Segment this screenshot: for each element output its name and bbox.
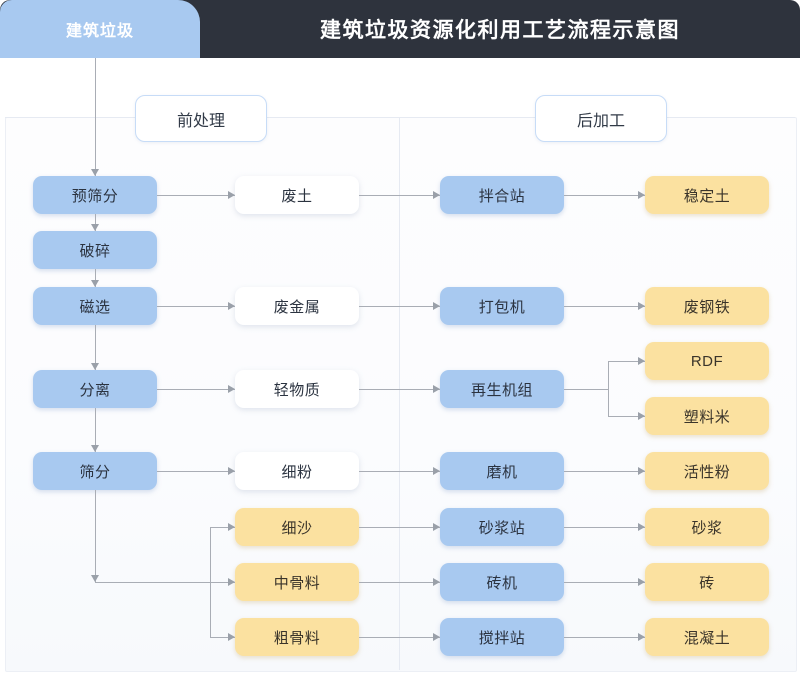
arrow-coarseagg-to-concretest [433, 633, 440, 641]
node-mill[interactable]: 磨机 [440, 452, 564, 490]
connector-prescreen-to-wastesoil [157, 195, 235, 196]
arrow-prescreen-to-crush [91, 224, 99, 231]
arrow-screen-drop [91, 575, 99, 582]
connector-source-to-prescreen [95, 58, 96, 176]
connector-regenunit-to-plasticp [608, 416, 645, 417]
connector-regenunit-stem [564, 389, 608, 390]
node-magsep[interactable]: 磁选 [33, 287, 157, 325]
connector-screen-to-finesand [210, 527, 235, 528]
connector-coarseagg-to-concretest [359, 637, 440, 638]
connector-magsep-to-separate [95, 325, 96, 370]
node-coarseagg[interactable]: 粗骨料 [235, 618, 359, 656]
node-crush[interactable]: 破碎 [33, 231, 157, 269]
connector-separate-to-screen [95, 408, 96, 452]
arrow-lightmat-to-regenunit [433, 385, 440, 393]
node-baler[interactable]: 打包机 [440, 287, 564, 325]
connector-finepowder-to-mill [359, 471, 440, 472]
node-wastemetal[interactable]: 废金属 [235, 287, 359, 325]
arrow-wastemetal-to-baler [433, 302, 440, 310]
arrow-midagg-to-brickmc [433, 578, 440, 586]
node-finesand[interactable]: 细沙 [235, 508, 359, 546]
connector-midagg-to-brickmc [359, 582, 440, 583]
node-mortarst[interactable]: 砂浆站 [440, 508, 564, 546]
arrow-finesand-to-mortarst [433, 523, 440, 531]
connector-concretest-to-concrete [564, 637, 645, 638]
arrow-wastesoil-to-mixstation [433, 191, 440, 199]
node-brick[interactable]: 砖 [645, 563, 769, 601]
arrow-screen-to-midagg [228, 578, 235, 586]
connector-prescreen-to-crush [95, 214, 96, 231]
section-vertical-divider [399, 118, 400, 670]
connector-wastemetal-to-baler [359, 306, 440, 307]
connector-magsep-to-wastemetal [157, 306, 235, 307]
arrow-prescreen-to-wastesoil [228, 191, 235, 199]
arrow-mill-to-activepdr [638, 467, 645, 475]
node-stabsoil[interactable]: 稳定土 [645, 176, 769, 214]
connector-screen-drop [95, 490, 96, 582]
connector-finesand-to-mortarst [359, 527, 440, 528]
connector-screen-to-finepowder [157, 471, 235, 472]
node-brickmc[interactable]: 砖机 [440, 563, 564, 601]
node-midagg[interactable]: 中骨料 [235, 563, 359, 601]
arrow-separate-to-screen [91, 445, 99, 452]
node-screen[interactable]: 筛分 [33, 452, 157, 490]
arrow-regenunit-to-plasticp [638, 412, 645, 420]
arrow-magsep-to-wastemetal [228, 302, 235, 310]
section-label-pretreatment: 前处理 [135, 95, 267, 142]
node-wastesoil[interactable]: 废土 [235, 176, 359, 214]
node-prescreen[interactable]: 预筛分 [33, 176, 157, 214]
connector-wastesoil-to-mixstation [359, 195, 440, 196]
connector-lightmat-to-regenunit [359, 389, 440, 390]
section-label-postprocess: 后加工 [535, 95, 667, 142]
connector-bus-tap [157, 582, 210, 583]
connector-brickmc-to-brick [564, 582, 645, 583]
connector-screen-to-coarseagg [210, 637, 235, 638]
arrow-brickmc-to-brick [638, 578, 645, 586]
connector-mortarst-to-mortar [564, 527, 645, 528]
arrow-source-to-prescreen [91, 169, 99, 176]
source-tab[interactable]: 建筑垃圾 [0, 0, 200, 58]
connector-regenunit-to-rdf [608, 361, 645, 362]
panel-top-divider [5, 117, 795, 118]
node-rdf[interactable]: RDF [645, 342, 769, 380]
node-regenunit[interactable]: 再生机组 [440, 370, 564, 408]
connector-baler-to-scrapsteel [564, 306, 645, 307]
arrow-crush-to-magsep [91, 280, 99, 287]
arrow-mixstation-to-stabsoil [638, 191, 645, 199]
arrow-finepowder-to-mill [433, 467, 440, 475]
node-finepowder[interactable]: 细粉 [235, 452, 359, 490]
node-mixstation[interactable]: 拌合站 [440, 176, 564, 214]
node-lightmat[interactable]: 轻物质 [235, 370, 359, 408]
node-mortar[interactable]: 砂浆 [645, 508, 769, 546]
connector-separate-to-lightmat [157, 389, 235, 390]
node-scrapsteel[interactable]: 废钢铁 [645, 287, 769, 325]
arrow-concretest-to-concrete [638, 633, 645, 641]
node-activepdr[interactable]: 活性粉 [645, 452, 769, 490]
connector-mill-to-activepdr [564, 471, 645, 472]
connector-mixstation-to-stabsoil [564, 195, 645, 196]
connector-regenunit-split [608, 361, 609, 416]
arrow-screen-to-finepowder [228, 467, 235, 475]
arrow-baler-to-scrapsteel [638, 302, 645, 310]
arrow-regenunit-to-rdf [638, 357, 645, 365]
arrow-screen-to-coarseagg [228, 633, 235, 641]
node-separate[interactable]: 分离 [33, 370, 157, 408]
node-concretest[interactable]: 搅拌站 [440, 618, 564, 656]
arrow-separate-to-lightmat [228, 385, 235, 393]
node-concrete[interactable]: 混凝土 [645, 618, 769, 656]
arrow-magsep-to-separate [91, 363, 99, 370]
page-title: 建筑垃圾资源化利用工艺流程示意图 [320, 19, 680, 42]
connector-screen-riser [210, 527, 211, 637]
arrow-mortarst-to-mortar [638, 523, 645, 531]
node-plasticp[interactable]: 塑料米 [645, 397, 769, 435]
arrow-screen-to-finesand [228, 523, 235, 531]
connector-crush-to-magsep [95, 269, 96, 287]
